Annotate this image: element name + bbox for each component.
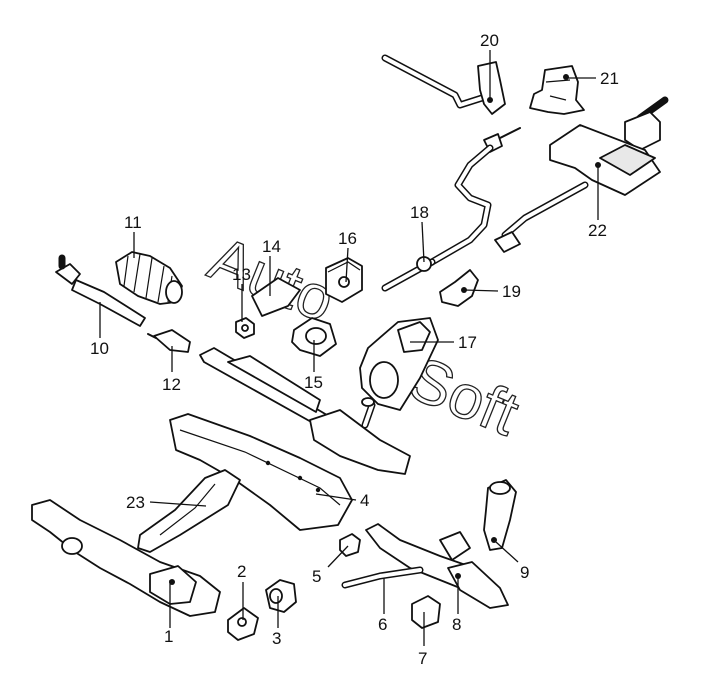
part-11-rubber-boot xyxy=(115,251,183,305)
part-1-side-member xyxy=(31,499,221,617)
callout-21: 21 xyxy=(600,69,619,88)
part-16-mount-bushing xyxy=(325,257,363,303)
callout-16: 16 xyxy=(338,229,357,248)
part-23-reinforcement-plate xyxy=(137,469,241,553)
callout-labels: 1 2 3 4 5 6 7 8 9 10 11 12 13 14 15 16 1… xyxy=(90,31,619,668)
callout-2: 2 xyxy=(237,562,246,581)
part-7-bushing xyxy=(411,595,441,629)
callout-10: 10 xyxy=(90,339,109,358)
callout-4: 4 xyxy=(360,491,369,510)
part-17-pinion-housing xyxy=(359,317,439,411)
part-8-arm-plate xyxy=(447,561,509,609)
callout-9: 9 xyxy=(520,563,529,582)
callout-13: 13 xyxy=(232,265,251,284)
callout-15: 15 xyxy=(304,373,323,392)
part-2-bushing xyxy=(227,607,259,641)
part-12-inner-tie-rod xyxy=(147,329,191,353)
part-5-bushing xyxy=(339,533,361,557)
callout-7: 7 xyxy=(418,649,427,668)
callout-8: 8 xyxy=(452,615,461,634)
callout-23: 23 xyxy=(126,493,145,512)
leader-lines xyxy=(99,50,599,646)
callout-17: 17 xyxy=(458,333,477,352)
part-4-crossmember xyxy=(169,413,353,531)
part-10-tie-rod-end xyxy=(55,254,146,327)
part-9-shackle xyxy=(483,479,517,551)
callout-1: 1 xyxy=(164,627,173,646)
part-19-bracket xyxy=(439,269,479,307)
callout-19: 19 xyxy=(502,282,521,301)
callout-22: 22 xyxy=(588,221,607,240)
callout-6: 6 xyxy=(378,615,387,634)
part-20-intermediate-shaft xyxy=(381,54,506,115)
part-3-bushing xyxy=(265,579,297,613)
steering-rack xyxy=(199,347,411,475)
callout-14: 14 xyxy=(262,237,281,256)
part-21-bracket xyxy=(529,65,585,115)
callout-20: 20 xyxy=(480,31,499,50)
callout-12: 12 xyxy=(162,375,181,394)
part-14-15-clamp xyxy=(251,277,337,357)
callout-5: 5 xyxy=(312,567,321,586)
part-22-steering-column xyxy=(494,96,669,253)
callout-18: 18 xyxy=(410,203,429,222)
callout-11: 11 xyxy=(124,213,142,232)
callout-3: 3 xyxy=(272,629,281,648)
part-18-intermediate-shaft xyxy=(381,127,521,292)
part-13-nut xyxy=(235,317,255,339)
